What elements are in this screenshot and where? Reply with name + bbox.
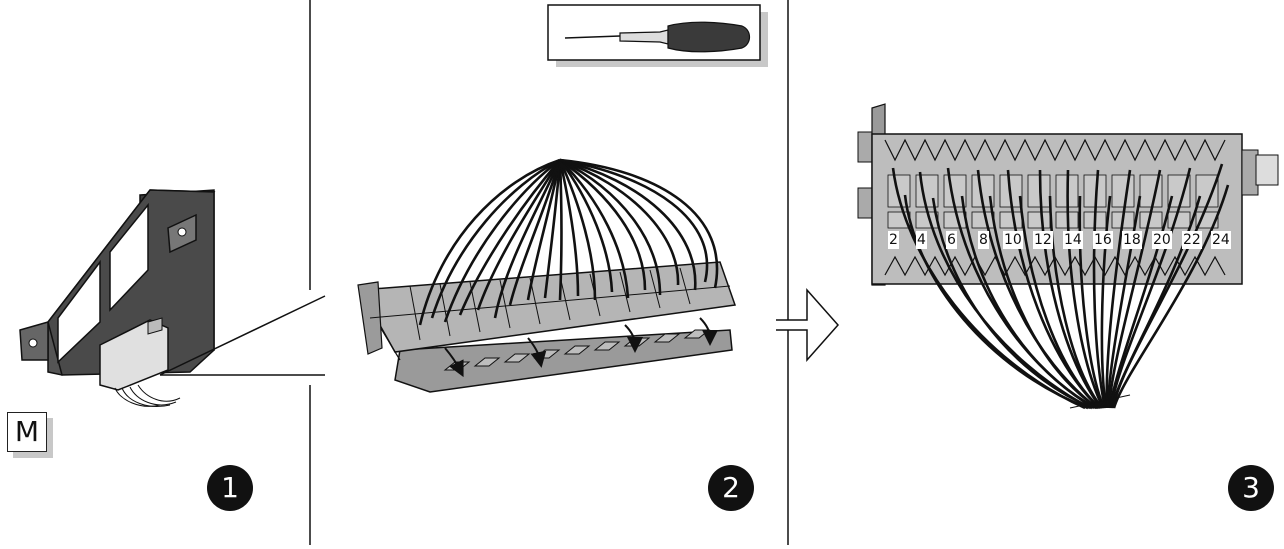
step-badge-1: 1 [207,465,253,511]
pin-label-10: 10 [1003,231,1023,249]
arrow-right-icon [776,288,840,362]
pin-label-14: 14 [1063,231,1083,249]
pin-label-4: 4 [916,231,927,249]
pin-label-24: 24 [1211,231,1231,249]
pin-label-8: 8 [978,231,989,249]
pin-label-12: 12 [1033,231,1053,249]
screwdriver-icon [547,4,768,67]
pin-label-2: 2 [888,231,899,249]
pin-label-18: 18 [1122,231,1142,249]
wire-bundle-2 [418,158,719,326]
module-label: M [7,412,47,452]
connector-panel-2 [357,158,737,393]
pin-label-6: 6 [946,231,957,249]
step-badge-2: 2 [708,465,754,511]
pin-label-20: 20 [1152,231,1172,249]
wire-bundle-3 [891,163,1230,410]
zoom-line-top [159,295,326,376]
step-badge-3: 3 [1228,465,1274,511]
connector-icon [857,103,1279,410]
control-module-icon [19,189,216,407]
pin-label-16: 16 [1093,231,1113,249]
pin-label-22: 22 [1182,231,1202,249]
